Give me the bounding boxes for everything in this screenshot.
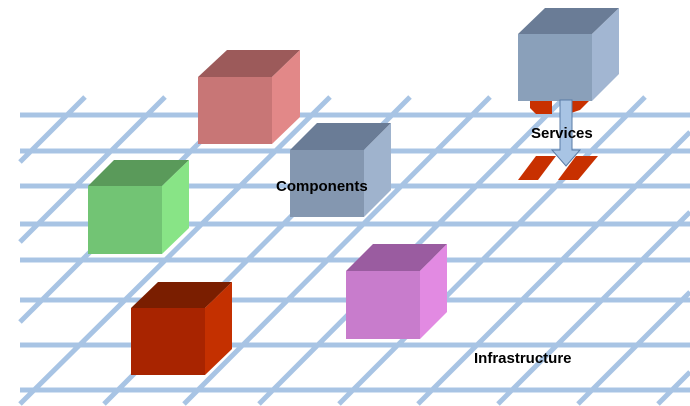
label-services: Services xyxy=(531,125,593,142)
label-components: Components xyxy=(276,178,368,195)
cube-side-face xyxy=(592,8,619,101)
grid-line-d xyxy=(182,95,492,406)
cube-front-face xyxy=(518,34,592,101)
grid-line-d xyxy=(18,95,167,244)
label-infrastructure: Infrastructure xyxy=(474,350,572,367)
grid-line-d xyxy=(576,290,690,406)
service-leg-right xyxy=(568,100,590,114)
deploy-arrow xyxy=(550,99,582,167)
arrow-icon xyxy=(550,99,582,167)
slot-marker-left xyxy=(518,156,556,180)
cube-pink xyxy=(198,50,300,144)
cube-top-face xyxy=(290,123,391,150)
slot-marker-right xyxy=(558,156,598,180)
cube-top-face xyxy=(131,282,232,308)
service-slot xyxy=(518,156,598,180)
cube-side-face xyxy=(162,160,189,254)
grid-line-d xyxy=(416,130,690,406)
cube-front-face xyxy=(131,308,205,375)
grid-line-d xyxy=(656,370,690,406)
cube-side-face xyxy=(364,123,391,217)
grid-line-d xyxy=(18,95,332,406)
cube-service xyxy=(518,8,619,114)
cube-top-face xyxy=(518,8,619,34)
cube-side-face xyxy=(272,50,300,144)
cube-darkred xyxy=(131,282,232,375)
cube-top-face xyxy=(88,160,189,186)
cube-front-face xyxy=(346,271,420,339)
cube-components xyxy=(290,123,391,217)
cube-side-face xyxy=(205,282,232,375)
cube-side-face xyxy=(420,244,447,339)
cube-green xyxy=(88,160,189,254)
grid-line-d xyxy=(337,95,647,406)
cube-front-face xyxy=(198,77,272,144)
cube-violet xyxy=(346,244,447,339)
cube-front-face xyxy=(290,150,364,217)
grid-line-d xyxy=(496,210,690,406)
cube-top-face xyxy=(346,244,447,271)
grid-line-d xyxy=(18,95,87,164)
cube-front-face xyxy=(88,186,162,254)
cube-top-face xyxy=(198,50,300,77)
